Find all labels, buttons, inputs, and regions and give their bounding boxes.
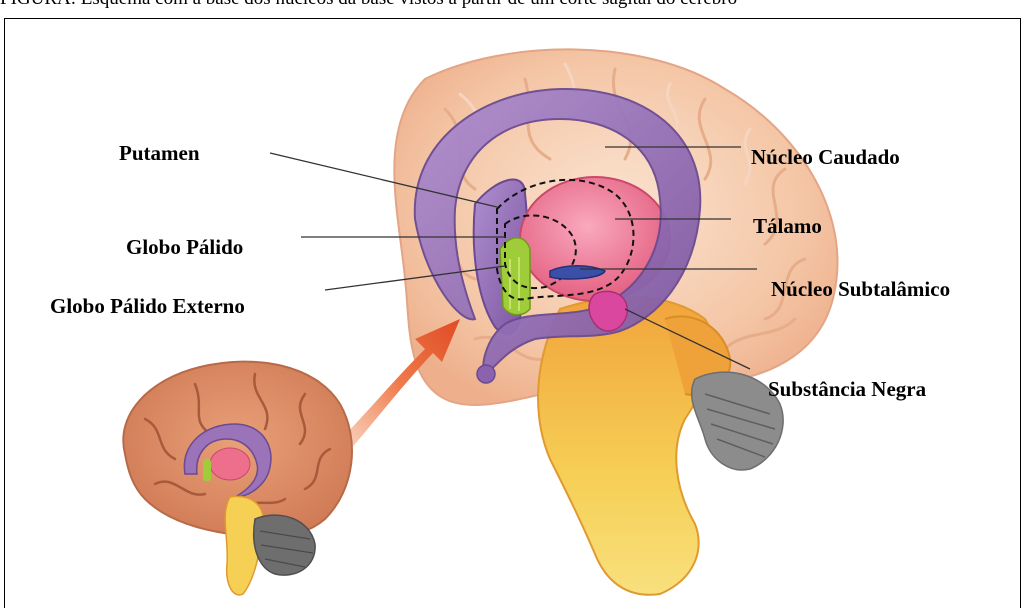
label-globo-palido: Globo Pálido xyxy=(126,235,243,259)
figure-frame: Putamen Globo Pálido Globo Pálido Extern… xyxy=(4,18,1021,608)
label-nucleo-subtalamico: Núcleo Subtalâmico xyxy=(771,277,950,301)
globus-pallidus-shape xyxy=(500,238,530,315)
label-talamo: Tálamo xyxy=(753,214,822,238)
label-substancia-negra: Substância Negra xyxy=(768,377,926,401)
label-globo-palido-externo: Globo Pálido Externo xyxy=(50,294,245,318)
small-brain xyxy=(123,362,352,595)
figure-caption: FIGURA: Esquema com a base dos núcleos d… xyxy=(0,0,1027,10)
brainstem xyxy=(538,297,730,595)
label-putamen: Putamen xyxy=(119,141,200,165)
label-nucleo-caudado: Núcleo Caudado xyxy=(751,145,900,169)
